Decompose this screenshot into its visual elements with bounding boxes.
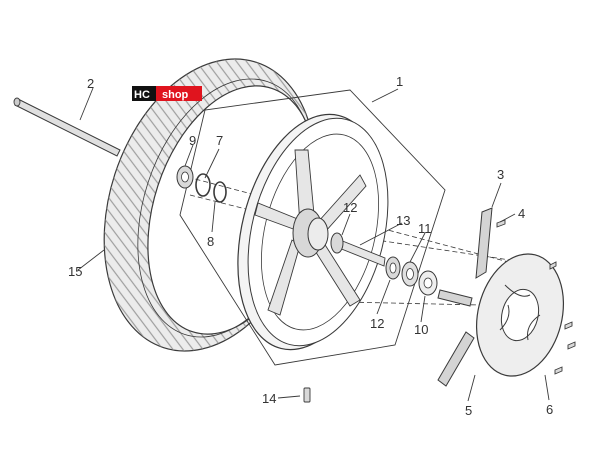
- callout-14: 14: [262, 391, 276, 406]
- callout-3: 3: [497, 167, 504, 182]
- callouts: 1 2 3 4 5 6 7 8 9 10 11 12 12 13 14 15: [68, 74, 553, 418]
- caliper-brackets: [437, 207, 493, 387]
- callout-9: 9: [189, 133, 196, 148]
- logo-hc-block: [132, 86, 156, 101]
- callout-11: 11: [418, 221, 432, 236]
- logo-shop-text: shop: [162, 89, 189, 101]
- callout-15: 15: [68, 264, 82, 279]
- wheel-outline-frame: [179, 89, 446, 366]
- hcshop-logo: HC shop: [132, 86, 202, 101]
- callout-7: 7: [216, 133, 223, 148]
- bolts: [303, 219, 576, 403]
- logo-shop-block: [156, 86, 202, 101]
- axle: [13, 97, 121, 157]
- left-hub-parts: [176, 165, 227, 203]
- logo-hc-text: HC: [134, 89, 150, 101]
- callout-13: 13: [396, 213, 410, 228]
- callout-1: 1: [396, 74, 403, 89]
- wheel-rim: [237, 113, 389, 351]
- callout-12-upper: 12: [343, 200, 357, 215]
- callout-10: 10: [414, 322, 428, 337]
- callout-12-lower: 12: [370, 316, 384, 331]
- callout-4: 4: [518, 206, 525, 221]
- leader-lines: [77, 87, 550, 402]
- callout-8: 8: [207, 234, 214, 249]
- brake-disc: [475, 253, 565, 377]
- callout-2: 2: [87, 76, 94, 91]
- right-hub-parts: [330, 232, 438, 296]
- callout-6: 6: [546, 402, 553, 417]
- callout-5: 5: [465, 403, 472, 418]
